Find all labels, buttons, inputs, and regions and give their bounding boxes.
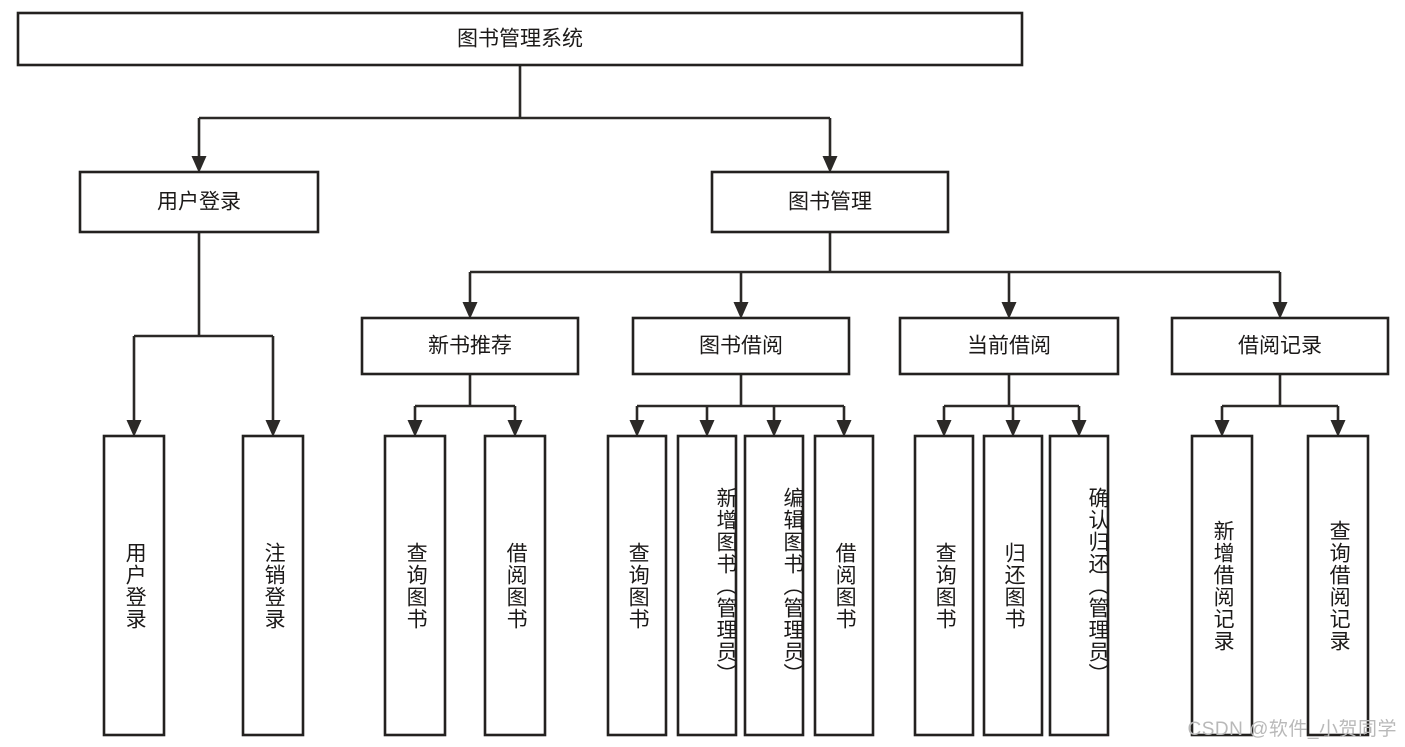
arrow-head-icon-leaf-query-book-3: [936, 420, 952, 437]
node-box-book-manage[interactable]: [710, 170, 950, 234]
node-box-root[interactable]: [16, 11, 1024, 67]
arrow-head-icon-leaf-query-record: [1330, 420, 1346, 437]
arrow-head-icon-book-manage: [822, 156, 838, 173]
arrow-head-icon-leaf-user-login: [126, 420, 142, 437]
node-box-leaf-confirm-return[interactable]: [1048, 434, 1110, 737]
node-label-book-borrow: 图书借阅: [699, 335, 783, 358]
arrow-head-icon-book-borrow: [733, 302, 749, 319]
node-box-leaf-logout[interactable]: [241, 434, 305, 737]
arrow-head-icon-borrow-record: [1272, 302, 1288, 319]
node-label-current-borrow: 当前借阅: [967, 335, 1051, 358]
arrow-head-icon-leaf-return-book: [1005, 420, 1021, 437]
arrow-head-icon-leaf-edit-book: [766, 420, 782, 437]
node-label-user-login: 用户登录: [157, 191, 241, 214]
node-box-leaf-query-book-2[interactable]: [606, 434, 668, 737]
node-box-leaf-user-login[interactable]: [102, 434, 166, 737]
node-box-borrow-record[interactable]: [1170, 316, 1390, 376]
node-box-current-borrow[interactable]: [898, 316, 1120, 376]
node-label-root: 图书管理系统: [457, 28, 583, 51]
arrow-head-icon-current-borrow: [1001, 302, 1017, 319]
node-box-leaf-add-record[interactable]: [1190, 434, 1254, 737]
arrow-head-icon-leaf-confirm-return: [1071, 420, 1087, 437]
arrow-head-icon-leaf-query-book-1: [407, 420, 423, 437]
arrow-head-icon-leaf-add-book: [699, 420, 715, 437]
node-label-new-book-recommend: 新书推荐: [428, 335, 512, 358]
arrow-head-icon-leaf-logout: [265, 420, 281, 437]
arrow-head-icon-leaf-add-record: [1214, 420, 1230, 437]
node-box-leaf-borrow-book-1[interactable]: [483, 434, 547, 737]
node-label-book-manage: 图书管理: [788, 191, 872, 214]
arrow-head-icon-leaf-borrow-book-1: [507, 420, 523, 437]
arrow-head-icon-leaf-borrow-book-2: [836, 420, 852, 437]
node-box-book-borrow[interactable]: [631, 316, 851, 376]
node-box-leaf-query-book-1[interactable]: [383, 434, 447, 737]
watermark-text: CSDN @软件_小贺同学: [1187, 719, 1397, 740]
node-box-leaf-query-book-3[interactable]: [913, 434, 975, 737]
arrow-head-icon-leaf-query-book-2: [629, 420, 645, 437]
node-box-user-login[interactable]: [78, 170, 320, 234]
node-box-leaf-add-book[interactable]: [676, 434, 738, 737]
arrow-head-icon-new-book-recommend: [462, 302, 478, 319]
node-box-leaf-query-record[interactable]: [1306, 434, 1370, 737]
edge-layer: [126, 65, 1346, 437]
node-box-new-book-recommend[interactable]: [360, 316, 580, 376]
node-box-leaf-edit-book[interactable]: [743, 434, 805, 737]
box-layer: [16, 11, 1390, 737]
node-box-leaf-return-book[interactable]: [982, 434, 1044, 737]
node-label-borrow-record: 借阅记录: [1238, 335, 1322, 358]
node-box-leaf-borrow-book-2[interactable]: [813, 434, 875, 737]
arrow-head-icon-user-login: [191, 156, 207, 173]
